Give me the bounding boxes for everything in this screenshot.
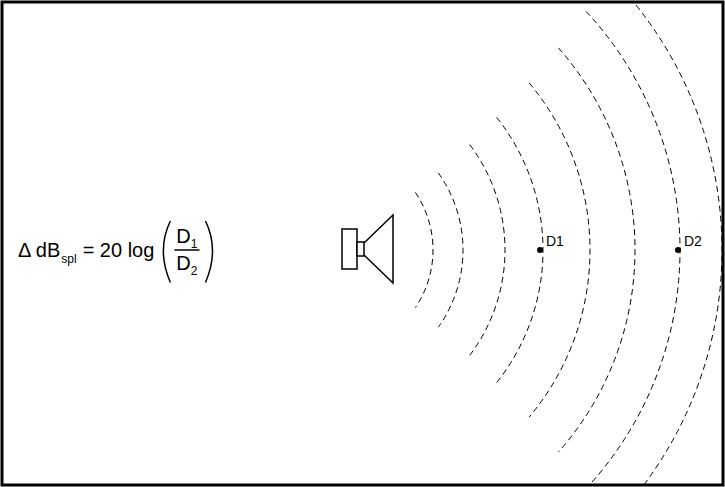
wave-arc [470,145,505,356]
sound-wave-arcs [415,3,722,484]
measure-point [675,247,681,253]
formula-subscript: spl [61,253,76,267]
fraction-term: D [176,225,190,248]
formula-term: = 20 log [83,239,155,262]
fraction-term: D [176,252,190,275]
measure-point [537,247,543,253]
loudspeaker-symbol [342,215,393,283]
wave-arc [529,83,590,417]
point-label: D2 [683,233,703,249]
wave-arc [415,192,433,307]
fraction-subscript: 2 [191,265,198,279]
wave-arc [438,173,463,327]
left-parenthesis [163,221,170,282]
formula-term: Δ dB [18,239,60,262]
fraction-subscript: 1 [191,238,198,252]
wave-arc [558,48,635,452]
wave-arc [610,3,722,484]
right-parenthesis [206,221,213,282]
point-label: D1 [545,233,565,249]
wave-arc [497,117,543,382]
wave-arc [586,11,680,484]
